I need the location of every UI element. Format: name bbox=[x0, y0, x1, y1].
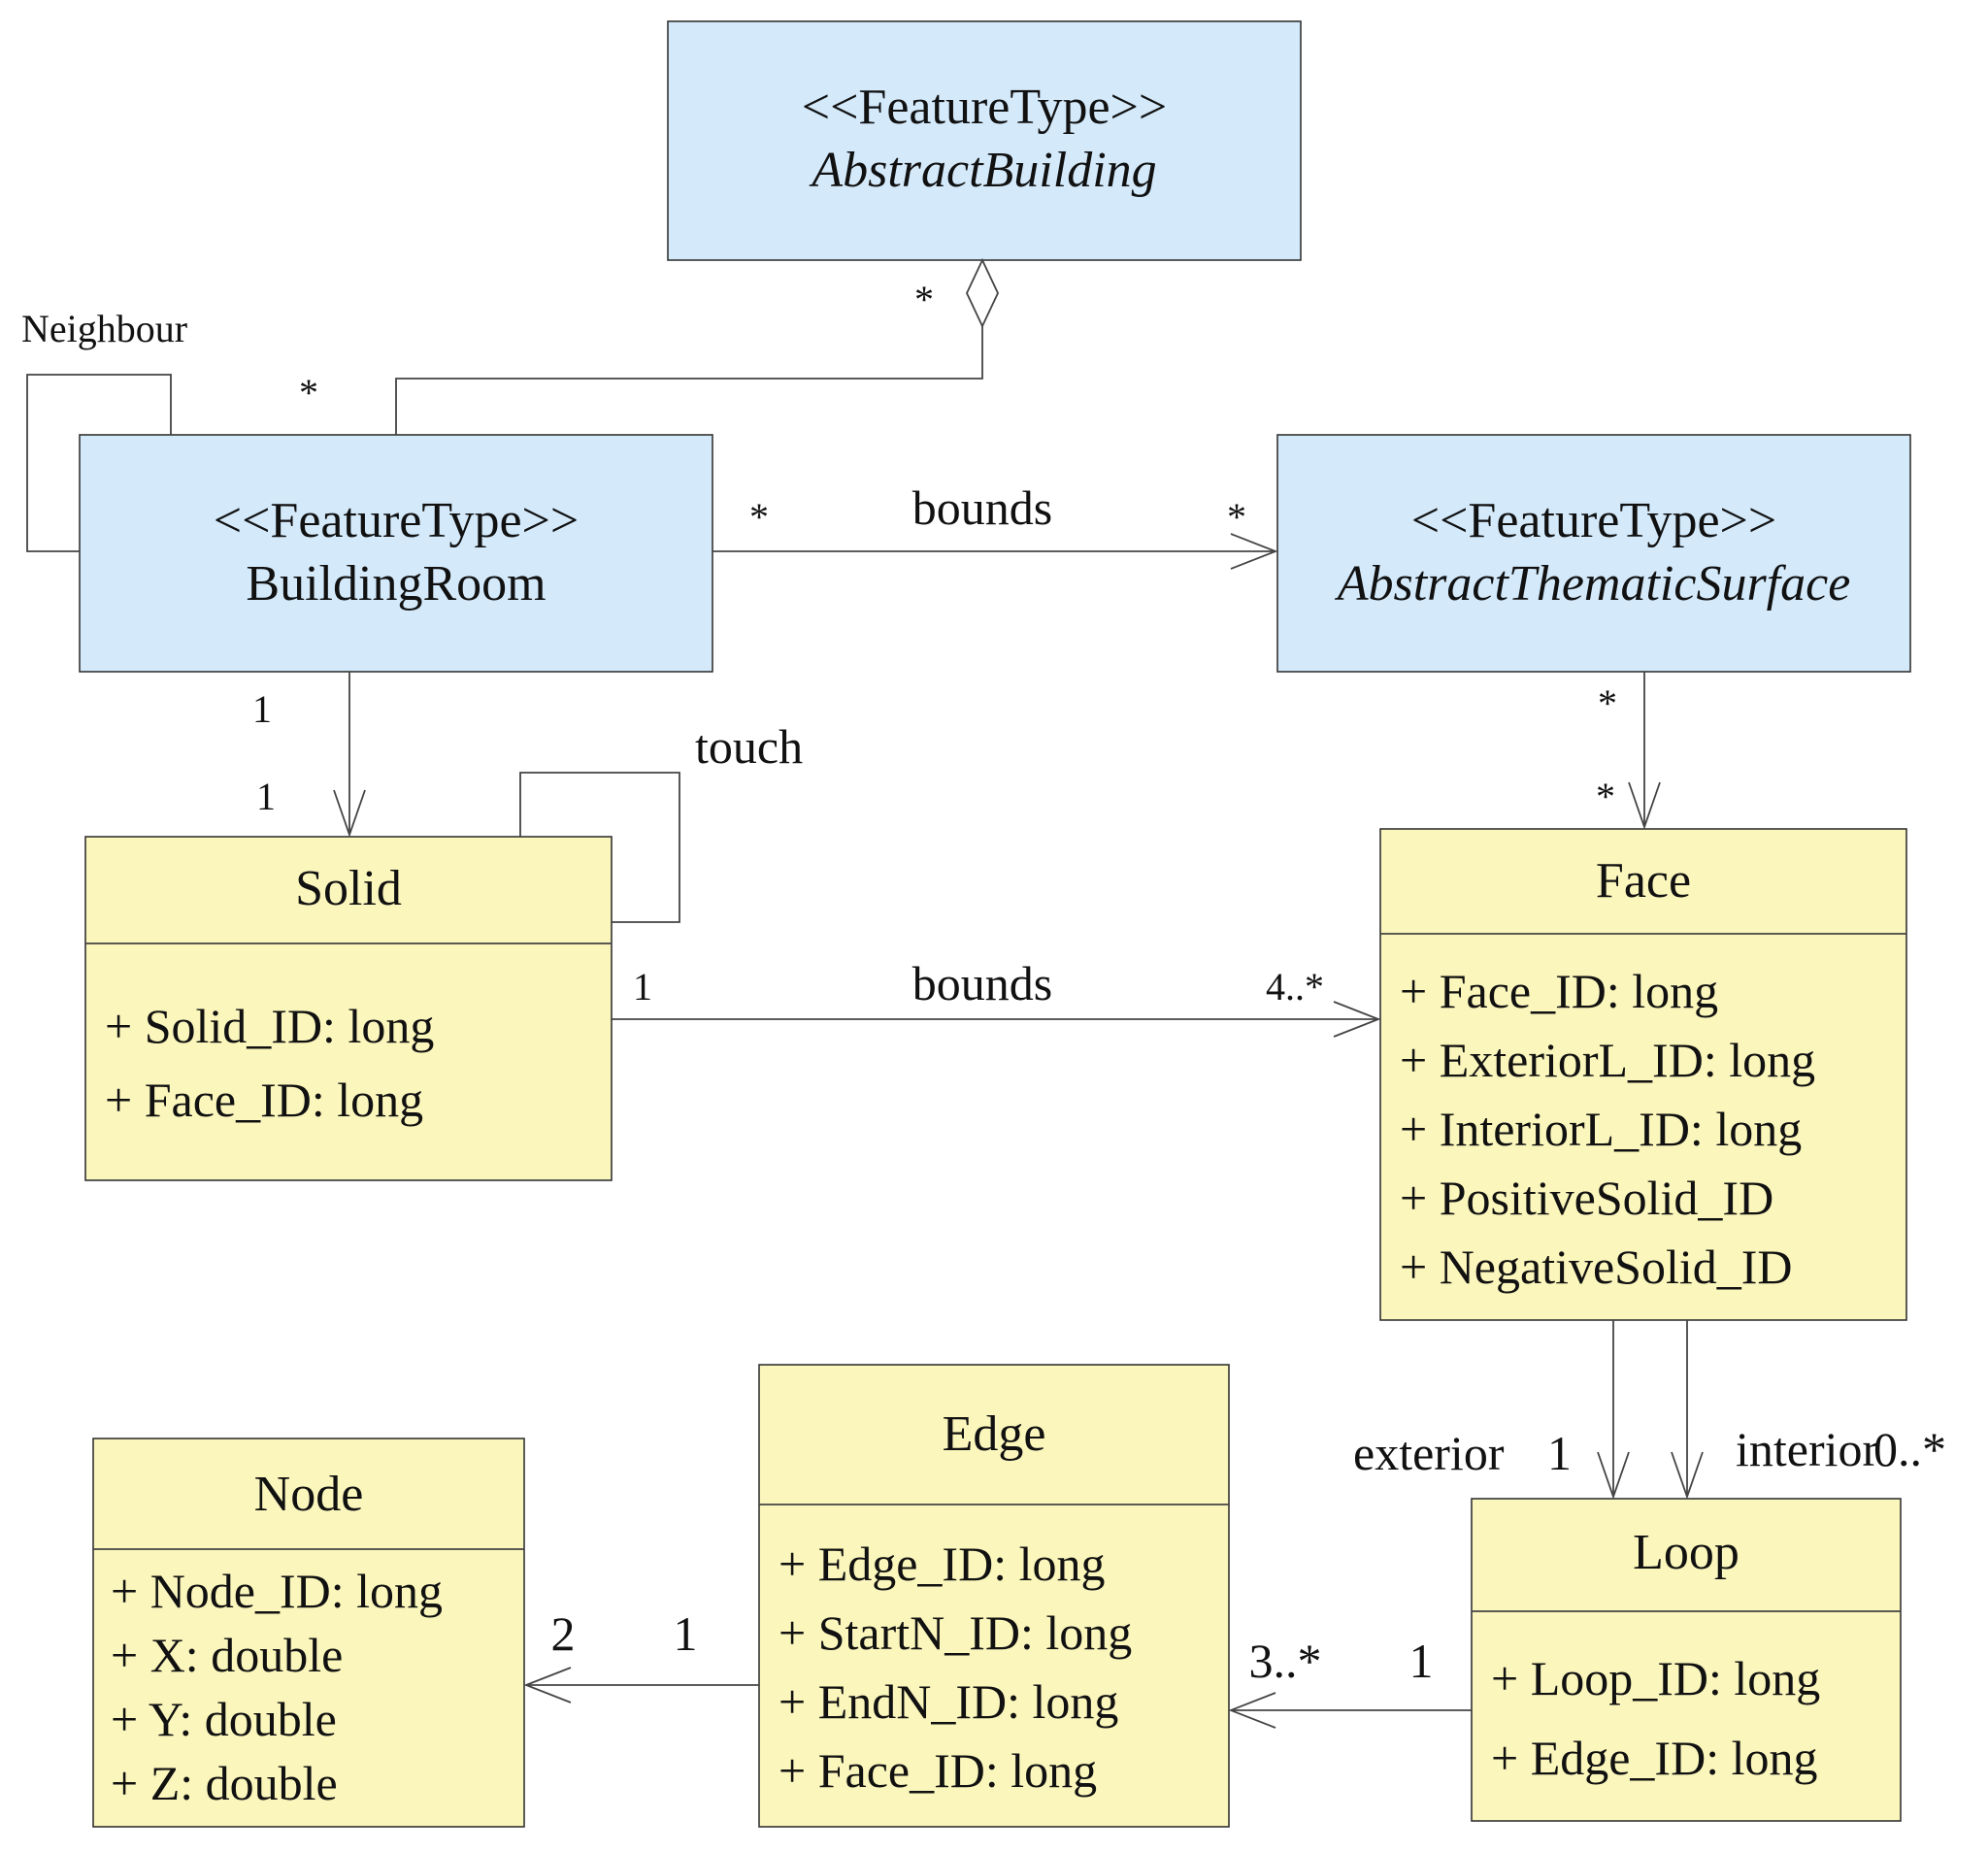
association-surface-face[interactable]: * * bbox=[1596, 672, 1661, 830]
solid-bounds-label: bounds bbox=[912, 956, 1052, 1010]
solid-bounds-mult-source: 1 bbox=[633, 965, 652, 1009]
room-solid-arrowhead-icon bbox=[333, 789, 366, 838]
solid-name: Solid bbox=[295, 861, 402, 916]
aggregation-diamond-icon bbox=[966, 257, 999, 329]
face-box bbox=[1379, 828, 1907, 1321]
building-room-stereotype: <<FeatureType>> bbox=[214, 493, 579, 548]
abstract-thematic-surface-name: AbstractThematicSurface bbox=[1335, 556, 1851, 612]
class-building-room[interactable]: <<FeatureType>> BuildingRoom bbox=[79, 434, 713, 673]
edge-attribute: + EndN_ID: long bbox=[779, 1674, 1118, 1729]
face-loop-exterior-arrowhead-icon bbox=[1597, 1451, 1630, 1500]
class-abstract-building[interactable]: <<FeatureType>> AbstractBuilding bbox=[667, 20, 1302, 261]
class-face[interactable]: Face + Face_ID: long + ExteriorL_ID: lon… bbox=[1379, 828, 1907, 1321]
association-room-bounds[interactable]: bounds * * bbox=[712, 480, 1278, 570]
face-attribute: + NegativeSolid_ID bbox=[1400, 1240, 1793, 1294]
room-bounds-mult-target: * bbox=[1227, 495, 1246, 539]
face-loop-interior-arrowhead-icon bbox=[1671, 1451, 1704, 1500]
solid-attribute: + Face_ID: long bbox=[105, 1073, 423, 1127]
building-room-name: BuildingRoom bbox=[246, 556, 546, 612]
edge-attribute: + Face_ID: long bbox=[779, 1743, 1097, 1798]
loop-name: Loop bbox=[1633, 1525, 1740, 1580]
association-edge-node[interactable]: 1 2 bbox=[523, 1606, 759, 1703]
node-attribute: + X: double bbox=[111, 1628, 343, 1682]
solid-attribute: + Solid_ID: long bbox=[105, 999, 434, 1053]
surface-face-arrowhead-icon bbox=[1628, 781, 1661, 830]
face-attribute: + PositiveSolid_ID bbox=[1400, 1171, 1773, 1225]
face-loop-interior-mult: 0..* bbox=[1873, 1422, 1946, 1476]
edge-box bbox=[758, 1364, 1230, 1828]
association-room-building-aggregation[interactable]: * * bbox=[299, 257, 999, 435]
class-node[interactable]: Node + Node_ID: long + X: double + Y: do… bbox=[92, 1438, 525, 1828]
face-loop-exterior-mult: 1 bbox=[1547, 1426, 1572, 1480]
neighbour-label: Neighbour bbox=[21, 307, 187, 350]
association-face-loop-exterior[interactable]: exterior 1 bbox=[1353, 1320, 1630, 1500]
node-box bbox=[92, 1438, 525, 1828]
solid-box bbox=[84, 836, 613, 1181]
abstract-thematic-surface-stereotype: <<FeatureType>> bbox=[1411, 493, 1776, 548]
node-attribute: + Z: double bbox=[111, 1756, 338, 1810]
aggregation-line bbox=[395, 326, 983, 435]
face-attribute: + InteriorL_ID: long bbox=[1400, 1102, 1802, 1156]
face-loop-exterior-label: exterior bbox=[1353, 1426, 1505, 1480]
class-edge[interactable]: Edge + Edge_ID: long + StartN_ID: long +… bbox=[758, 1364, 1230, 1828]
association-neighbour[interactable]: Neighbour bbox=[21, 307, 187, 552]
association-face-loop-interior[interactable]: interior 0..* bbox=[1671, 1320, 1946, 1500]
loop-attribute: + Loop_ID: long bbox=[1491, 1651, 1820, 1705]
building-room-box bbox=[79, 434, 713, 673]
edge-node-mult-source: 1 bbox=[674, 1606, 698, 1661]
edge-node-arrowhead-icon bbox=[523, 1667, 572, 1703]
class-loop[interactable]: Loop + Loop_ID: long + Edge_ID: long bbox=[1471, 1498, 1902, 1822]
association-room-solid[interactable]: 1 1 bbox=[252, 672, 366, 838]
room-bounds-mult-source: * bbox=[749, 495, 769, 539]
room-solid-mult-target: 1 bbox=[256, 775, 276, 818]
face-loop-interior-label: interior bbox=[1736, 1422, 1879, 1476]
node-attribute: + Y: double bbox=[111, 1692, 337, 1746]
aggregation-mult-building: * bbox=[914, 278, 934, 321]
edge-attribute: + StartN_ID: long bbox=[779, 1605, 1132, 1660]
abstract-building-name: AbstractBuilding bbox=[809, 143, 1156, 198]
class-solid[interactable]: Solid + Solid_ID: long + Face_ID: long bbox=[84, 836, 613, 1181]
room-solid-mult-source: 1 bbox=[252, 687, 272, 731]
face-attribute: + ExteriorL_ID: long bbox=[1400, 1033, 1815, 1087]
neighbour-line bbox=[26, 374, 172, 552]
face-name: Face bbox=[1596, 853, 1691, 909]
surface-face-mult-target: * bbox=[1596, 775, 1615, 818]
abstract-building-box bbox=[667, 20, 1302, 261]
edge-attribute: + Edge_ID: long bbox=[779, 1537, 1105, 1591]
association-touch[interactable]: touch bbox=[519, 719, 803, 923]
solid-bounds-arrowhead-icon bbox=[1333, 1001, 1381, 1038]
room-bounds-arrowhead-icon bbox=[1230, 533, 1278, 570]
edge-name: Edge bbox=[943, 1406, 1046, 1462]
aggregation-mult-room: * bbox=[299, 371, 318, 414]
abstract-thematic-surface-box bbox=[1276, 434, 1911, 673]
touch-line bbox=[519, 772, 680, 923]
edge-node-mult-target: 2 bbox=[551, 1606, 576, 1661]
class-abstract-thematic-surface[interactable]: <<FeatureType>> AbstractThematicSurface bbox=[1276, 434, 1911, 673]
solid-bounds-mult-target: 4..* bbox=[1266, 965, 1324, 1009]
node-attribute: + Node_ID: long bbox=[111, 1564, 443, 1618]
loop-attribute: + Edge_ID: long bbox=[1491, 1731, 1817, 1785]
association-loop-edge[interactable]: 1 3..* bbox=[1228, 1634, 1472, 1729]
touch-label: touch bbox=[695, 719, 803, 774]
node-name: Node bbox=[254, 1467, 364, 1522]
room-bounds-label: bounds bbox=[912, 480, 1052, 535]
loop-edge-mult-target: 3..* bbox=[1249, 1634, 1322, 1688]
abstract-building-stereotype: <<FeatureType>> bbox=[802, 80, 1167, 135]
loop-edge-mult-source: 1 bbox=[1409, 1634, 1434, 1688]
loop-box bbox=[1471, 1498, 1902, 1822]
association-solid-bounds[interactable]: bounds 1 4..* bbox=[612, 956, 1381, 1038]
loop-edge-arrowhead-icon bbox=[1228, 1692, 1276, 1729]
face-attribute: + Face_ID: long bbox=[1400, 964, 1718, 1018]
surface-face-mult-source: * bbox=[1598, 681, 1617, 725]
